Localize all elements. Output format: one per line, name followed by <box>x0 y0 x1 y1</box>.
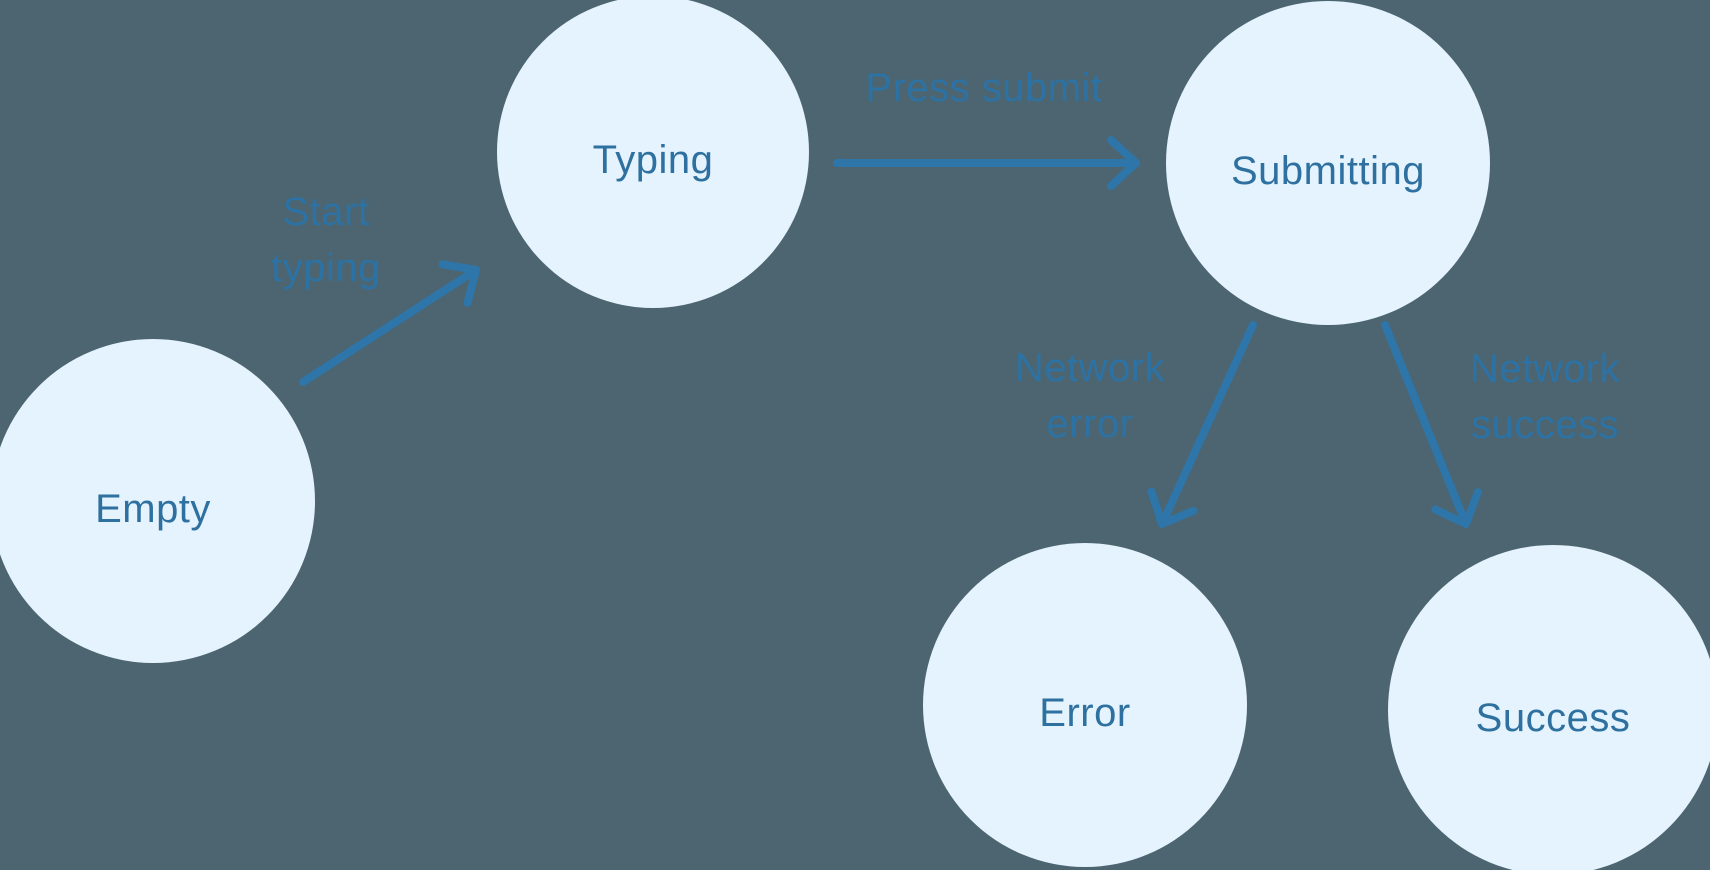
node-label-error: Error <box>1039 691 1130 735</box>
node-label-empty: Empty <box>95 487 211 531</box>
edge-label-line: Network <box>1015 346 1166 390</box>
edge-label-submitting-to-error: Network error <box>1015 346 1166 446</box>
edge-label-line: success <box>1471 403 1619 447</box>
edge-label-submitting-to-success: Network success <box>1470 347 1621 447</box>
edge-line-submitting-to-success <box>1381 321 1482 528</box>
node-circle-typing <box>497 0 809 308</box>
edge-label-empty-to-typing: Start typing <box>271 190 381 290</box>
edge-label-line: error <box>1047 402 1134 446</box>
node-circle-success <box>1388 545 1710 870</box>
edge-line-empty-to-typing <box>299 260 480 386</box>
edge-label-line: Press submit <box>865 66 1102 110</box>
edge-label-line: Start <box>283 190 370 234</box>
edge-line-submitting-to-error <box>1147 321 1257 528</box>
node-label-success: Success <box>1476 696 1631 740</box>
node-circle-error <box>923 543 1247 867</box>
node-label-typing: Typing <box>593 138 714 182</box>
node-label-submitting: Submitting <box>1231 149 1425 193</box>
node-circle-empty <box>0 339 315 663</box>
node-circle-submitting <box>1166 1 1490 325</box>
edge-label-line: typing <box>271 246 381 290</box>
edge-label-line: Network <box>1470 347 1621 391</box>
edge-label-typing-to-submitting: Press submit <box>865 66 1102 110</box>
edges-layer <box>299 136 1482 528</box>
